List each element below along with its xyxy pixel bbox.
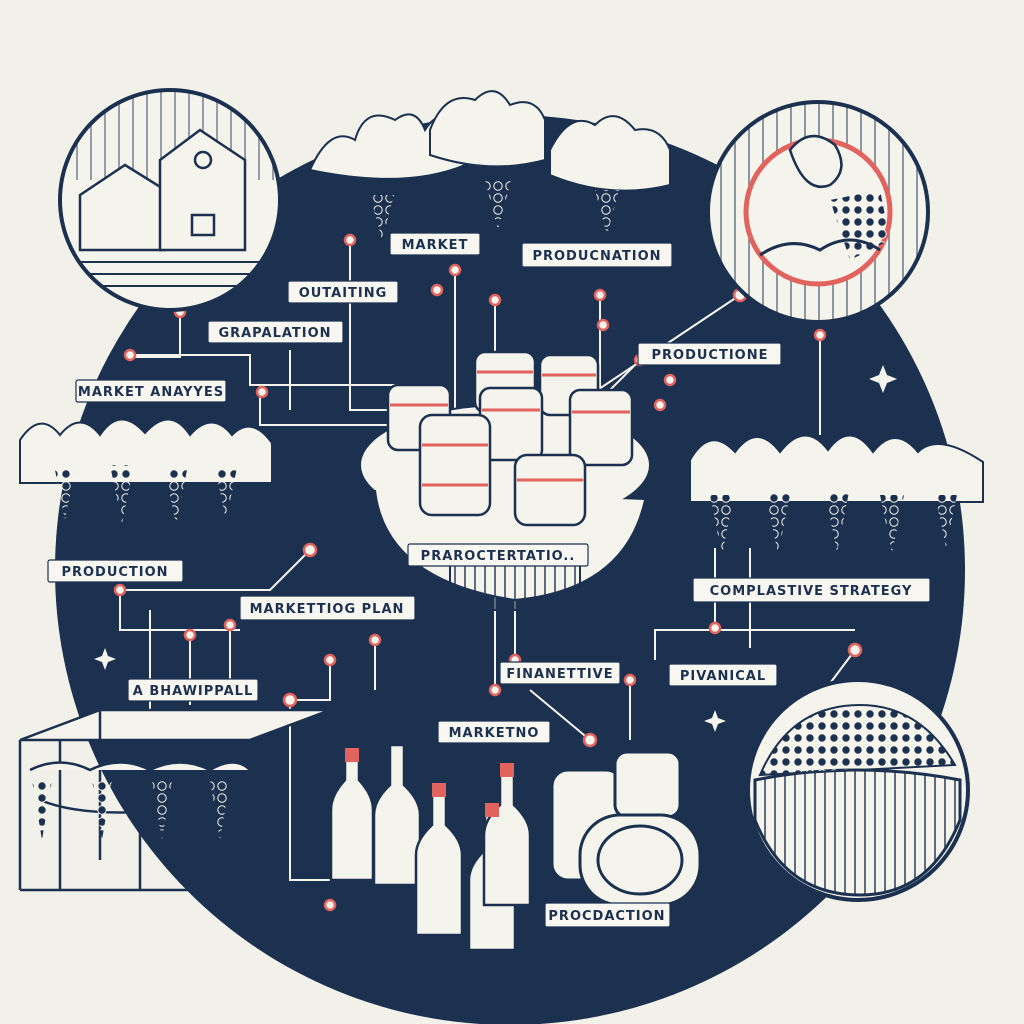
label-producation-top: PRODUCNATION [532,249,661,264]
label-complative-strategy: COMPLASTIVE STRATEGY [710,584,913,599]
label-productions: PRODUCTIONE [652,348,769,363]
label-pivanical: PIVANICAL [680,669,766,684]
label-marketno: MARKETNO [449,726,540,741]
label-marketing-plan: MARKETTIOG PLAN [250,602,405,617]
label-production-left: PRODUCTION [61,565,168,580]
label-market: MARKET [402,238,469,253]
label-finanetive: FINANETTIVE [506,667,613,682]
label-outaiting: OUTAITING [299,286,388,301]
label-bhawippall: A BHAWIPPALL [133,684,254,699]
label-grapalation: GRAPALATION [218,326,331,341]
label-market-analysis: MARKET ANAYYES [78,385,224,400]
barn-medallion [60,90,280,310]
grape-basket-medallion [748,680,968,900]
label-procdaction: PROCDACTION [548,909,665,924]
broken-grape-barrel-medallion [708,100,928,324]
label-center-plate: PRAROCTERTATIO.. [421,549,576,564]
